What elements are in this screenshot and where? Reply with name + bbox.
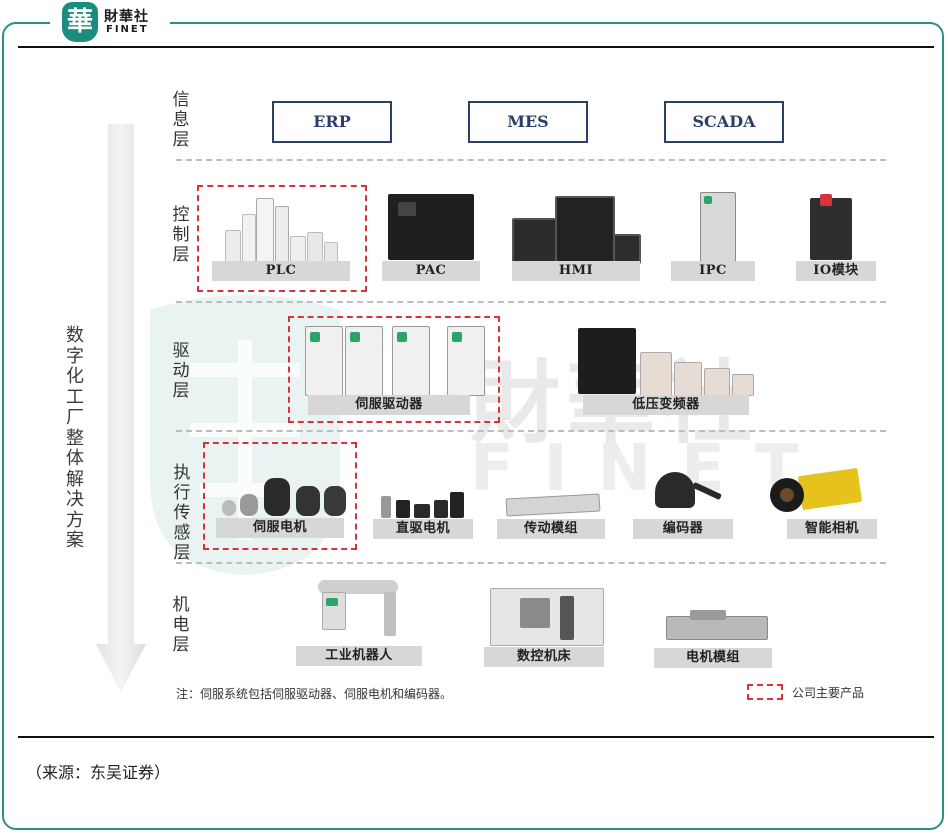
layer-label-control: 控制层 (172, 205, 190, 265)
layer-divider (176, 301, 886, 303)
servo-drive-status-icon (452, 332, 462, 342)
direct-drive-motor-device-icon (381, 496, 391, 518)
hmi-device-icon (512, 218, 558, 264)
system-box-erp: ERP (272, 101, 392, 143)
motor-module-device-icon (666, 616, 768, 640)
product-label-cnc-machine: 数控机床 (484, 647, 604, 667)
servo-drive-status-icon (310, 332, 320, 342)
bottom-rule (18, 736, 934, 738)
legend-swatch (747, 684, 783, 700)
layer-label-drive: 驱动层 (172, 341, 190, 401)
ipc-device-icon (704, 196, 712, 204)
direct-drive-motor-device-icon (434, 500, 448, 518)
smart-camera-device-icon (780, 488, 794, 502)
direct-drive-motor-device-icon (450, 492, 464, 518)
down-arrow-icon (96, 124, 146, 692)
product-label-lv-inverter: 低压变频器 (583, 395, 749, 415)
inverter-device-icon (578, 328, 636, 394)
product-label-servo-motor: 伺服电机 (216, 518, 344, 538)
product-label-pac: PAC (382, 261, 480, 281)
industrial-robot-device-icon (318, 580, 398, 594)
solution-title: 数字化工厂整体解决方案 (66, 325, 84, 551)
servo-drive-status-icon (397, 332, 407, 342)
servo-motor-device-icon (324, 486, 346, 516)
figure-frame (2, 22, 944, 830)
servo-drive-status-icon (350, 332, 360, 342)
brand-logo: 華 財華社 FINET (50, 0, 170, 46)
servo-motor-device-icon (296, 486, 320, 516)
brand-name-cn: 財華社 (104, 9, 149, 25)
servo-motor-device-icon (264, 478, 290, 516)
product-label-transmission-module: 传动模组 (497, 519, 605, 539)
io-module-device-icon (820, 194, 832, 206)
product-label-smart-camera: 智能相机 (787, 519, 877, 539)
io-module-device-icon (810, 198, 852, 260)
servo-motor-device-icon (222, 500, 236, 516)
product-label-direct-drive-motor: 直驱电机 (373, 519, 473, 539)
encoder-device-icon (655, 472, 695, 508)
product-label-hmi: HMI (512, 261, 640, 281)
system-box-mes: MES (468, 101, 588, 143)
industrial-robot-device-icon (326, 598, 338, 606)
servo-motor-device-icon (240, 494, 258, 516)
inverter-device-icon (674, 362, 702, 396)
inverter-device-icon (704, 368, 730, 396)
cnc-machine-device-icon (560, 596, 574, 640)
direct-drive-motor-device-icon (396, 500, 410, 518)
product-label-servo-drive: 伺服驱动器 (308, 395, 470, 415)
top-rule (18, 46, 934, 48)
system-box-scada: SCADA (664, 101, 784, 143)
pac-device-icon (398, 202, 416, 216)
product-label-plc: PLC (212, 261, 350, 281)
main-product-highlight-servo-motor (203, 442, 357, 550)
cnc-machine-device-icon (520, 598, 550, 628)
layer-label-actuator: 执行传感层 (173, 463, 191, 563)
layer-label-mechatronic: 机电层 (172, 595, 190, 655)
product-label-ipc: IPC (671, 261, 755, 281)
brand-badge-icon: 華 (62, 2, 98, 42)
product-label-io-module: IO模块 (796, 261, 876, 281)
hmi-device-icon (555, 196, 615, 264)
layer-divider (176, 562, 886, 564)
source-note: （来源：东吴证券） (26, 763, 171, 782)
layer-label-info: 信息层 (172, 90, 190, 150)
inverter-device-icon (732, 374, 754, 396)
main-product-highlight-servo-drive (288, 316, 500, 423)
main-product-highlight-plc (197, 185, 367, 292)
layer-divider (176, 430, 886, 432)
product-label-motor-module: 电机模组 (654, 648, 772, 668)
motor-module-device-icon (690, 610, 726, 620)
industrial-robot-device-icon (384, 592, 396, 636)
inverter-device-icon (640, 352, 672, 396)
legend-label: 公司主要产品 (792, 686, 865, 700)
brand-name-en: FINET (106, 24, 149, 35)
product-label-encoder: 编码器 (633, 519, 733, 539)
product-label-industrial-robot: 工业机器人 (296, 646, 422, 666)
direct-drive-motor-device-icon (414, 504, 430, 518)
footnote: 注：伺服系统包括伺服驱动器、伺服电机和编码器。 (176, 687, 453, 701)
layer-divider (176, 159, 886, 161)
hmi-device-icon (613, 234, 641, 264)
